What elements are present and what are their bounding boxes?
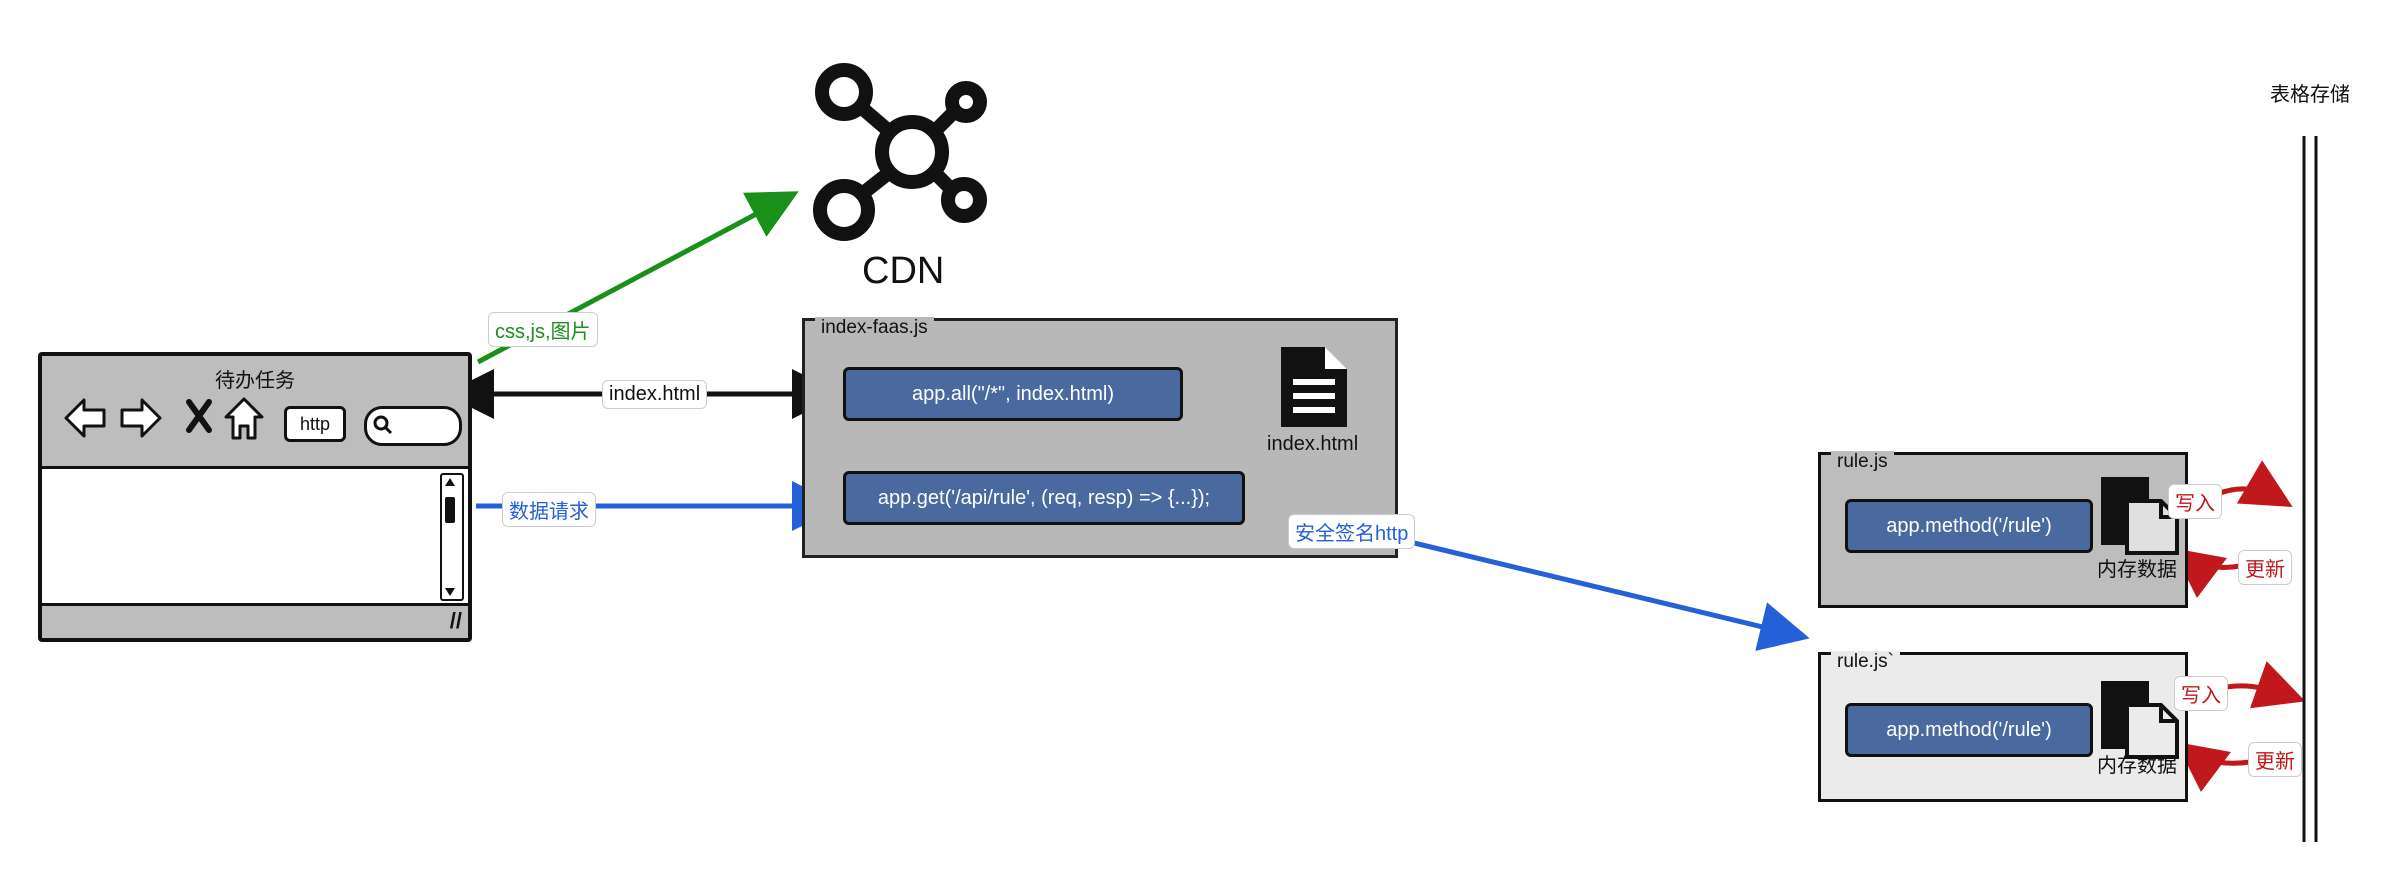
forward-arrow-icon[interactable]	[118, 396, 164, 440]
faas-panel-title: index-faas.js	[815, 317, 934, 339]
write-label-1: 写入	[2168, 484, 2222, 519]
resize-grip-icon[interactable]: //	[449, 608, 462, 633]
browser-content	[42, 466, 468, 606]
search-icon	[373, 415, 393, 435]
update-arrow-1	[2171, 548, 2241, 598]
browser-window: 待办任务 http //	[38, 352, 472, 642]
search-input[interactable]	[364, 406, 462, 446]
home-icon[interactable]	[222, 396, 266, 442]
storage-dots: ⋮	[2305, 478, 2327, 503]
cdn-edge-label: css,js,图片	[488, 312, 598, 347]
close-icon[interactable]	[184, 396, 214, 436]
browser-title: 待办任务	[215, 370, 295, 392]
cdn-label: CDN	[862, 250, 945, 292]
update-label-2: 更新	[2248, 742, 2302, 777]
scroll-up-icon[interactable]	[444, 477, 456, 487]
storage-label: 表格存储	[2270, 84, 2350, 106]
cdn-hub-icon	[813, 63, 987, 241]
rule-method-box: app.method('/rule')	[1845, 703, 2093, 757]
rule-panel-2: rule.js` app.method('/rule') 内存数据	[1818, 651, 2188, 802]
doc-caption: index.html	[1267, 433, 1359, 455]
update-arrow-2	[2175, 742, 2251, 792]
url-button[interactable]: http	[284, 406, 346, 442]
rule-method-box: app.method('/rule')	[1845, 499, 2093, 553]
index-edge-label: index.html	[602, 380, 708, 409]
rule-panel-title: rule.js	[1831, 451, 1894, 473]
rule-panel-title: rule.js`	[1831, 651, 1901, 673]
scroll-down-icon[interactable]	[444, 587, 456, 597]
document-icon	[1281, 347, 1347, 427]
memory-caption: 内存数据	[2097, 755, 2177, 777]
scroll-thumb[interactable]	[445, 497, 455, 523]
route-api-box: app.get('/api/rule', (req, resp) => {...…	[843, 471, 1245, 525]
secure-http-label: 安全签名http	[1288, 514, 1416, 549]
rule-panel-1: rule.js app.method('/rule') 内存数据	[1818, 451, 2188, 608]
memory-docs-icon	[2101, 477, 2179, 555]
write-arrow-1	[2211, 460, 2293, 508]
write-label-2: 写入	[2174, 676, 2228, 711]
update-label-1: 更新	[2238, 550, 2292, 585]
memory-caption: 内存数据	[2097, 559, 2177, 581]
scrollbar[interactable]	[440, 473, 464, 601]
route-all-box: app.all("/*", index.html)	[843, 367, 1183, 421]
data-request-label: 数据请求	[502, 492, 596, 527]
back-arrow-icon[interactable]	[62, 396, 108, 440]
memory-docs-icon	[2101, 681, 2179, 759]
